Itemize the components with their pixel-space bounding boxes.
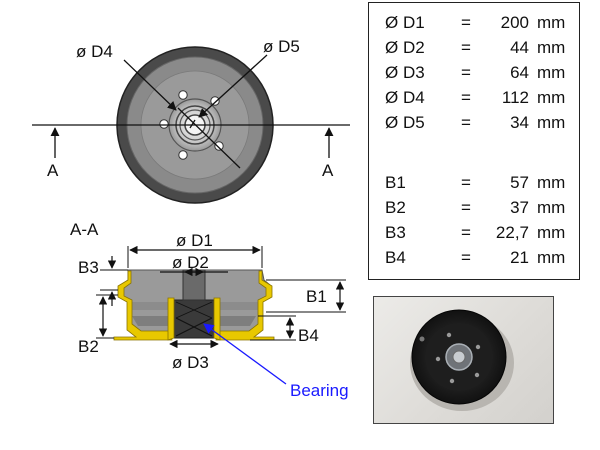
photo-bolt xyxy=(474,372,480,378)
section-hub-flange xyxy=(167,297,175,341)
photo-hub-center xyxy=(452,350,466,364)
dimension-unit: mm xyxy=(537,173,566,192)
bolt-hole xyxy=(178,150,188,160)
section-hub xyxy=(173,299,215,339)
dimension-name: Ø D1 xyxy=(385,13,425,32)
dimension-row: Ø D3 = 64 mm xyxy=(369,61,579,85)
d4-leader-2 xyxy=(177,107,241,169)
dimension-equals: = xyxy=(461,223,471,242)
photo-bolt xyxy=(435,356,441,362)
dimension-value: 44 xyxy=(510,38,529,57)
photo-bolt xyxy=(475,344,481,350)
d4-leader xyxy=(123,59,177,111)
product-photo xyxy=(373,296,554,424)
dimension-unit: mm xyxy=(537,223,566,242)
dimension-value: 21 xyxy=(510,248,529,267)
dimension-name: Ø D5 xyxy=(385,113,425,132)
label-b2: B2 xyxy=(78,337,99,356)
photo-bolt xyxy=(449,378,455,384)
section-cut-outline-right xyxy=(215,270,275,341)
dimension-unit: mm xyxy=(537,88,566,107)
bearing-cross xyxy=(175,301,213,319)
dimension-value: 112 xyxy=(501,88,529,107)
dimension-row: Ø D2 = 44 mm xyxy=(369,36,579,60)
photo-edge-mark xyxy=(419,336,425,342)
dimension-equals: = xyxy=(461,198,471,217)
dimension-row: Ø D1 = 200 mm xyxy=(369,11,579,35)
section-bore xyxy=(182,269,206,301)
bearing-cross xyxy=(175,317,213,337)
dimension-value: 57 xyxy=(510,173,529,192)
section-view: A-A ø D1 ø D2 ø D3 B1 xyxy=(70,220,349,400)
dimension-row: Ø D5 = 34 mm xyxy=(369,111,579,135)
label-b1: B1 xyxy=(306,287,327,306)
d5-leader-2 xyxy=(189,119,196,129)
dimension-name: Ø D4 xyxy=(385,88,425,107)
dimension-name: B2 xyxy=(385,198,406,217)
dimension-equals: = xyxy=(461,173,471,192)
dimension-row: B4 = 21 mm xyxy=(369,246,579,270)
label-d3: ø D3 xyxy=(172,353,209,372)
label-section-a-left: A xyxy=(47,161,59,180)
dimension-value: 34 xyxy=(510,113,529,132)
dimension-row: B1 = 57 mm xyxy=(369,171,579,195)
label-b3: B3 xyxy=(78,258,99,277)
dimension-equals: = xyxy=(461,88,471,107)
dimension-equals: = xyxy=(461,13,471,32)
dimension-equals: = xyxy=(461,38,471,57)
dimension-value: 64 xyxy=(510,63,529,82)
bolt-hole xyxy=(159,119,169,129)
bolt-hole xyxy=(214,141,224,151)
dimension-unit: mm xyxy=(537,38,566,57)
label-section-title: A-A xyxy=(70,220,99,239)
label-d2: ø D2 xyxy=(172,253,209,272)
photo-bolt xyxy=(446,332,452,338)
dimension-equals: = xyxy=(461,113,471,132)
dimension-name: B1 xyxy=(385,173,406,192)
dimension-row: B3 = 22,7 mm xyxy=(369,221,579,245)
dimension-unit: mm xyxy=(537,13,566,32)
label-d5: ø D5 xyxy=(263,37,300,56)
label-d1: ø D1 xyxy=(176,231,213,250)
dimension-equals: = xyxy=(461,248,471,267)
front-view: ø D4 ø D5 A A xyxy=(32,37,350,204)
bolt-hole xyxy=(178,90,188,100)
label-d4: ø D4 xyxy=(76,42,113,61)
label-section-a-right: A xyxy=(322,161,334,180)
dimension-name: Ø D2 xyxy=(385,38,425,57)
dimension-unit: mm xyxy=(537,113,566,132)
bearing-leader xyxy=(203,323,287,385)
dimension-value: 37 xyxy=(510,198,529,217)
dimension-name: B4 xyxy=(385,248,406,267)
section-cut-outline xyxy=(113,270,173,341)
dimension-name: Ø D3 xyxy=(385,63,425,82)
dimension-value: 22,7 xyxy=(495,223,529,242)
dimension-equals: = xyxy=(461,63,471,82)
section-hub-flange-r xyxy=(213,297,221,341)
dimension-row: Ø D4 = 112 mm xyxy=(369,86,579,110)
dimension-unit: mm xyxy=(537,63,566,82)
dimension-unit: mm xyxy=(537,248,566,267)
dimension-name: B3 xyxy=(385,223,406,242)
label-b4: B4 xyxy=(298,326,319,345)
label-bearing: Bearing xyxy=(290,381,349,400)
dimension-row: B2 = 37 mm xyxy=(369,196,579,220)
d5-leader xyxy=(198,54,268,118)
dimension-value: 200 xyxy=(500,13,529,32)
dimension-unit: mm xyxy=(537,198,566,217)
bolt-hole xyxy=(210,96,220,106)
photo-drum xyxy=(410,309,514,411)
